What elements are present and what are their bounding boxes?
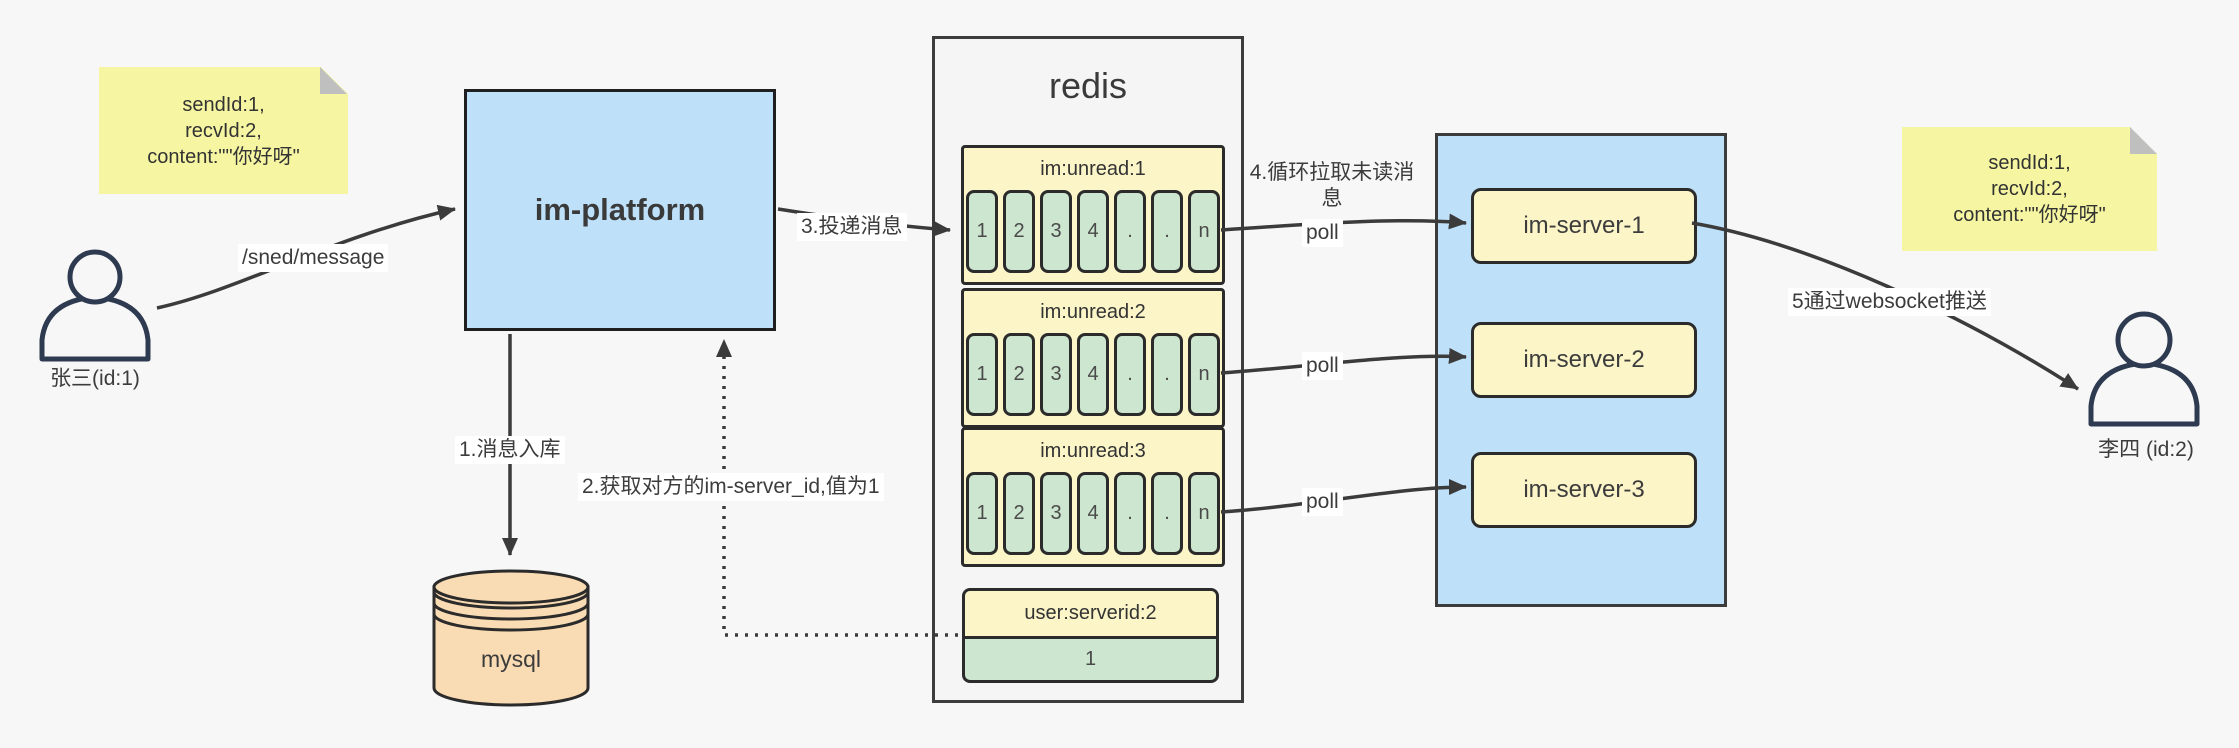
edge-label-pull: 4.循环拉取未读消息 (1249, 161, 1415, 211)
edge-label-poll-1: poll (1302, 219, 1343, 248)
edge-label-poll-3: poll (1302, 488, 1343, 517)
receiver-label: 李四 (id:2) (2098, 438, 2194, 461)
queue-cell: 4 (1077, 333, 1109, 416)
edge-poll-3 (1220, 479, 1467, 514)
sender-label: 张三(id:1) (50, 367, 140, 390)
queue-cell: . (1114, 472, 1146, 555)
queue-cell: 1 (966, 472, 998, 555)
queue-title: im:unread:2 (1040, 300, 1146, 323)
queue-cell: 2 (1003, 472, 1035, 555)
mapping-value: 1 (1084, 648, 1097, 670)
queue-cells: 1 2 3 4 . . n (966, 472, 1220, 555)
queue-title: im:unread:1 (1040, 157, 1146, 180)
database-cylinder-icon (432, 569, 590, 707)
im-server-label: im-server-3 (1523, 476, 1645, 503)
queue-cell: 1 (966, 333, 998, 416)
queue-cell: n (1188, 472, 1220, 555)
queue-cell: . (1151, 472, 1183, 555)
user-serverid-mapping: user:serverid:2 1 (962, 588, 1219, 683)
person-icon-sender (39, 249, 151, 362)
queue-cell: . (1151, 190, 1183, 273)
queue-cell: . (1114, 190, 1146, 273)
queue-cell: 2 (1003, 333, 1035, 416)
edge-label-send: /sned/message (238, 244, 389, 273)
sticky-note-request: sendId:1, recvId:2, content:""你好呀" (99, 67, 348, 194)
im-server-label: im-server-2 (1523, 346, 1645, 373)
im-platform-label: im-platform (534, 192, 706, 227)
im-platform-box: im-platform (464, 89, 776, 331)
queue-cell: n (1188, 333, 1220, 416)
note-line: sendId:1, (1988, 152, 2071, 174)
edge-label-store: 1.消息入库 (455, 436, 565, 465)
im-server-1-box: im-server-1 (1471, 188, 1697, 264)
queue-title: im:unread:3 (1040, 439, 1146, 462)
edge-label-deliver: 3.投递消息 (797, 213, 907, 242)
im-server-2-box: im-server-2 (1471, 322, 1697, 398)
queue-im-unread-1: im:unread:1 1 2 3 4 . . n (961, 145, 1225, 285)
queue-cell: 2 (1003, 190, 1035, 273)
im-server-cluster: im-server-1 im-server-2 im-server-3 (1435, 133, 1727, 607)
queue-im-unread-3: im:unread:3 1 2 3 4 . . n (961, 427, 1225, 567)
im-server-3-box: im-server-3 (1471, 452, 1697, 528)
queue-cell: 4 (1077, 472, 1109, 555)
queue-cells: 1 2 3 4 . . n (966, 333, 1220, 416)
queue-cell: 4 (1077, 190, 1109, 273)
note-fold-corner (2130, 127, 2157, 154)
redis-container: redis im:unread:1 1 2 3 4 . . n im:unrea… (932, 36, 1244, 703)
queue-cell: 3 (1040, 472, 1072, 555)
person-icon-receiver (2088, 311, 2200, 427)
edge-poll-1 (1220, 213, 1467, 232)
note-line: content:""你好呀" (147, 145, 300, 168)
redis-title: redis (1048, 65, 1128, 106)
edge-label-push: 5通过websocket推送 (1788, 288, 1991, 317)
mysql-label: mysql (480, 646, 542, 672)
queue-cell: . (1114, 333, 1146, 416)
queue-im-unread-2: im:unread:2 1 2 3 4 . . n (961, 288, 1225, 428)
edge-label-poll-2: poll (1302, 352, 1343, 381)
queue-cell: 3 (1040, 333, 1072, 416)
im-server-label: im-server-1 (1523, 212, 1645, 239)
edge-label-lookup: 2.获取对方的im-server_id,值为1 (578, 473, 884, 502)
note-line: recvId:2, (185, 119, 262, 142)
queue-cells: 1 2 3 4 . . n (966, 190, 1220, 273)
edge-poll-2 (1220, 347, 1467, 375)
note-line: content:""你好呀" (1953, 204, 2106, 226)
queue-cell: 3 (1040, 190, 1072, 273)
queue-cell: n (1188, 190, 1220, 273)
sticky-note-push-payload: sendId:1, recvId:2, content:""你好呀" (1902, 127, 2157, 251)
queue-cell: 1 (966, 190, 998, 273)
note-line: recvId:2, (1991, 178, 2068, 200)
queue-cell: . (1151, 333, 1183, 416)
note-line: sendId:1, (182, 93, 265, 116)
mapping-title: user:serverid:2 (965, 591, 1216, 639)
